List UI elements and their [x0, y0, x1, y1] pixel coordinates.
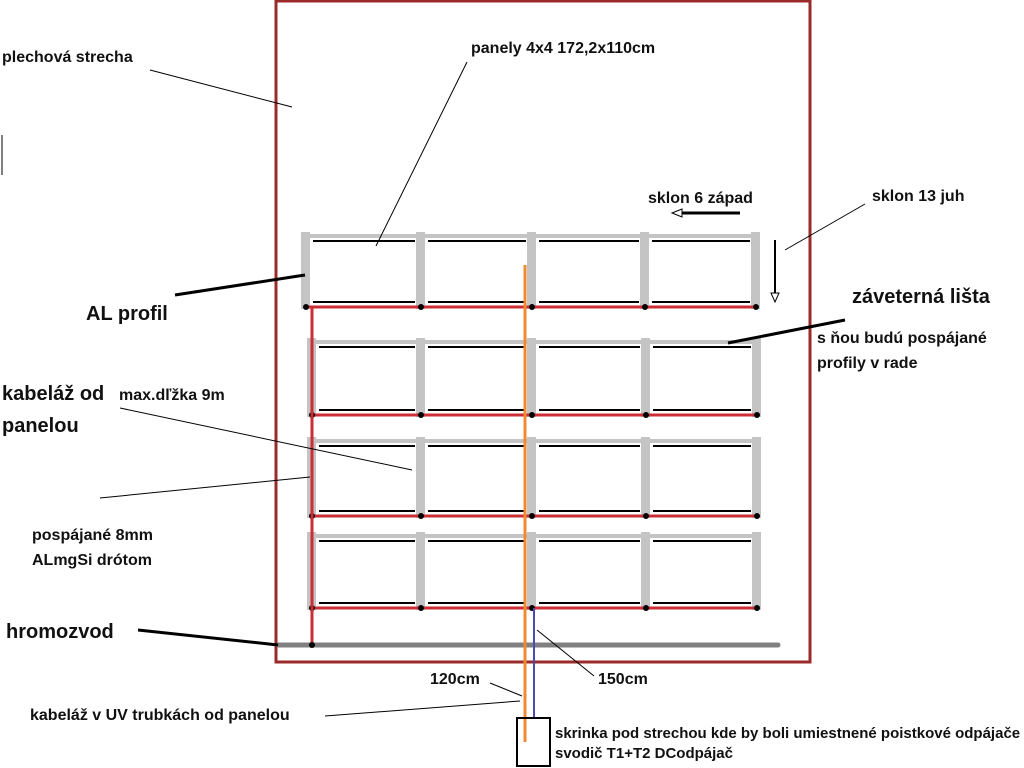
junction-dot [753, 304, 759, 310]
al-profile-post [527, 232, 536, 309]
al-profile-post [752, 437, 761, 518]
label-wind-strip-note-2: profily v rade [817, 355, 918, 372]
junction-dot [418, 304, 424, 310]
al-profile-post [527, 532, 536, 610]
label-al-profile: AL profil [86, 303, 168, 325]
junction-dot [643, 513, 649, 519]
al-profile-post [751, 232, 760, 309]
al-profile-post [752, 338, 761, 417]
al-profile-post [752, 532, 761, 610]
label-max-length: max.dľžka 9m [119, 387, 225, 404]
arrow-left-icon [670, 208, 683, 218]
label-bonded-2: ALmgSi drótom [32, 552, 152, 569]
junction-dot [529, 513, 535, 519]
junction-dot [309, 642, 315, 648]
junction-dot [643, 605, 649, 611]
al-profile-post [641, 532, 650, 610]
al-profile-post [641, 437, 650, 518]
label-cabling-2: panelou [2, 415, 79, 437]
al-profile-post [527, 437, 536, 518]
al-profile-post [640, 232, 649, 309]
label-roof: plechová strecha [2, 49, 133, 66]
label-lightning-rod: hromozvod [6, 621, 114, 643]
label-uv-cabling: kabeláž v UV trubkách od panelou [30, 707, 290, 724]
junction-dot [418, 605, 424, 611]
junction-dot [754, 513, 760, 519]
junction-dot [754, 605, 760, 611]
label-dist-150: 150cm [598, 671, 648, 688]
al-profile-post [641, 338, 650, 417]
label-box-note-2: svodič T1+T2 DCodpájač [555, 745, 733, 762]
roof-outline [274, 0, 812, 664]
panel-array [301, 232, 761, 611]
label-cabling-1: kabeláž od [2, 383, 104, 405]
junction-box [516, 717, 551, 767]
label-box-note-1: skrinka pod strechou kde by boli umiestn… [555, 725, 1020, 742]
label-panels: panely 4x4 172,2x110cm [471, 40, 655, 57]
label-wind-strip-note-1: s ňou budú pospájané [817, 330, 987, 347]
junction-dot [642, 304, 648, 310]
label-wind-strip: záveterná lišta [852, 286, 991, 308]
junction-dot [529, 304, 535, 310]
label-slope-west: sklon 6 západ [648, 190, 753, 207]
junction-dot [529, 412, 535, 418]
junction-dot [754, 412, 760, 418]
al-profile-post [416, 338, 425, 417]
junction-dot [418, 412, 424, 418]
label-slope-south: sklon 13 juh [872, 188, 964, 205]
junction-dot [303, 304, 309, 310]
al-profile-post [301, 232, 310, 309]
al-profile-post [527, 338, 536, 417]
al-profile-post [416, 532, 425, 610]
al-profile-post [416, 437, 425, 518]
arrow-down-icon [770, 292, 780, 304]
label-bonded-1: pospájané 8mm [32, 527, 153, 544]
leader-lines [99, 61, 866, 717]
junction-dot [643, 412, 649, 418]
junction-dot [418, 513, 424, 519]
label-dist-120: 120cm [430, 671, 480, 688]
al-profile-post [416, 232, 425, 309]
